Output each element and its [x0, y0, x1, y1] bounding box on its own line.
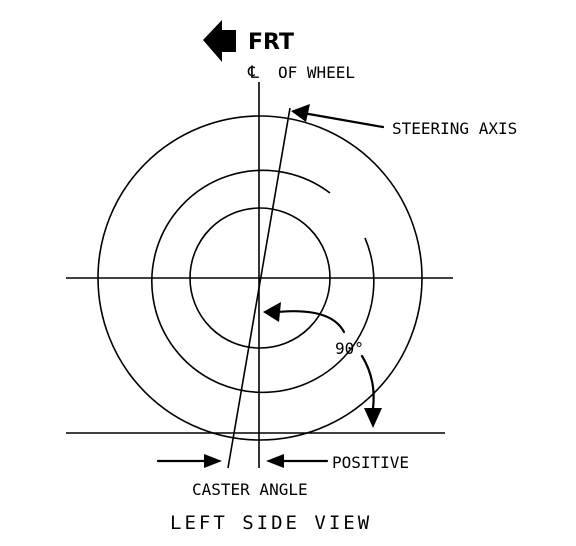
- steering-axis-label: STEERING AXIS: [392, 119, 517, 138]
- positive-label: POSITIVE: [332, 453, 409, 472]
- centerline-symbol: ℄: [247, 63, 259, 83]
- steering-axis-leader: [301, 111, 385, 129]
- steering-axis-arrowhead: [291, 104, 310, 122]
- view-title: LEFT SIDE VIEW: [170, 512, 372, 534]
- angle-arc-lower: [360, 354, 375, 417]
- angle-arc-arrowhead: [263, 302, 281, 322]
- caster-angle-label: CASTER ANGLE: [192, 480, 308, 499]
- centerline-label: OF WHEEL: [278, 63, 355, 82]
- front-arrow-icon: [203, 20, 236, 62]
- angle-label: 90°: [335, 339, 364, 358]
- angle-lower-arrowhead: [364, 408, 382, 428]
- steering-axis-line: [227, 107, 291, 469]
- positive-arrowhead: [266, 454, 284, 468]
- caster-left-arrowhead: [204, 454, 222, 468]
- front-label: FRT: [248, 30, 294, 55]
- tire-middle-arc: [151, 169, 375, 394]
